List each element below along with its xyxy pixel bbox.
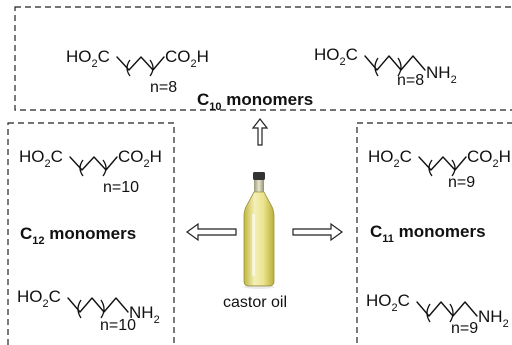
c10-diacid-right-group: CO2H bbox=[165, 47, 209, 70]
c11-diacid-left-group: HO2C bbox=[368, 147, 412, 170]
bottle-shadow bbox=[243, 285, 275, 289]
bottle-neck bbox=[254, 180, 264, 192]
c12-amino-n-label: n=10 bbox=[100, 317, 136, 334]
c12-diacid-n-label: n=10 bbox=[103, 179, 139, 196]
c12-diacid: HO2C CO2H n=10 bbox=[19, 147, 162, 196]
arrow-right-icon bbox=[292, 222, 344, 242]
c11-diacid: HO2C CO2H n=9 bbox=[368, 147, 511, 191]
c10-amino-acid: HO2C NH2 n=8 bbox=[314, 45, 457, 89]
c12-amino-paren-right bbox=[100, 299, 105, 319]
c10-diacid: HO2C CO2H n=8 bbox=[66, 47, 209, 96]
bottle-highlight bbox=[252, 214, 255, 276]
c10-group-box bbox=[14, 6, 512, 111]
c11-diacid-chain bbox=[418, 156, 467, 171]
c10-group-title: C10 monomers bbox=[197, 90, 313, 113]
c12-amino-right-group: NH2 bbox=[129, 303, 160, 326]
c12-diacid-chain bbox=[69, 156, 118, 171]
c12-diacid-left-group: HO2C bbox=[19, 147, 63, 170]
c11-amino-n-label: n=9 bbox=[451, 320, 478, 337]
c10-amino-n-label: n=8 bbox=[397, 72, 424, 89]
c11-amino-chain bbox=[416, 301, 478, 317]
castor-oil-bottle-icon bbox=[243, 172, 275, 289]
c12-amino-chain bbox=[67, 297, 129, 313]
c11-diacid-paren-right bbox=[451, 159, 456, 177]
c11-diacid-right-group: CO2H bbox=[467, 147, 511, 170]
c10-amino-paren-left bbox=[374, 57, 379, 77]
c11-amino-left-group: HO2C bbox=[366, 291, 410, 314]
c11-amino-paren-left bbox=[426, 303, 431, 323]
arrow-up-icon bbox=[251, 118, 269, 146]
c12-diacid-right-group: CO2H bbox=[118, 147, 162, 170]
c10-diacid-paren-right bbox=[149, 59, 154, 77]
bottle-body bbox=[243, 191, 275, 287]
c10-amino-paren-right bbox=[397, 57, 402, 77]
c10-diacid-chain bbox=[116, 56, 165, 71]
c10-amino-right-group: NH2 bbox=[426, 63, 457, 86]
arrow-left-icon bbox=[185, 222, 237, 242]
c10-diacid-left-group: HO2C bbox=[66, 47, 110, 70]
c10-diacid-paren-left bbox=[126, 59, 131, 77]
c12-amino-acid: HO2C NH2 n=10 bbox=[17, 287, 160, 334]
c10-amino-left-group: HO2C bbox=[314, 45, 358, 68]
c11-group-title: C11 monomers bbox=[370, 222, 486, 245]
c12-amino-left-group: HO2C bbox=[17, 287, 61, 310]
c11-amino-acid: HO2C NH2 n=9 bbox=[366, 291, 509, 337]
c10-amino-chain bbox=[364, 55, 426, 71]
c12-diacid-paren-left bbox=[79, 159, 84, 177]
castor-oil-label: castor oil bbox=[223, 294, 287, 311]
c12-diacid-paren-right bbox=[102, 159, 107, 177]
c11-amino-paren-right bbox=[449, 303, 454, 323]
c11-amino-right-group: NH2 bbox=[478, 307, 509, 330]
c10-diacid-n-label: n=8 bbox=[150, 79, 177, 96]
c11-group-box bbox=[356, 122, 512, 345]
bottle-cap bbox=[253, 172, 265, 180]
c12-group-title: C12 monomers bbox=[20, 224, 136, 247]
c11-diacid-paren-left bbox=[428, 159, 433, 177]
c12-amino-paren-left bbox=[77, 299, 82, 319]
c11-diacid-n-label: n=9 bbox=[448, 174, 475, 191]
c12-group-box bbox=[7, 122, 175, 345]
